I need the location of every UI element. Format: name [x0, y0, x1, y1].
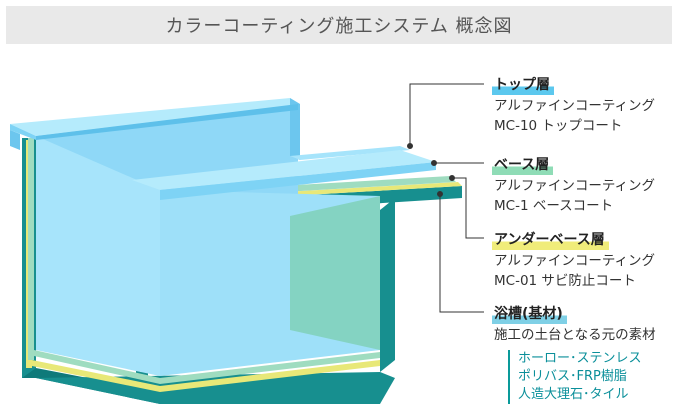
leader-lines [407, 83, 484, 313]
diagram-title: カラーコーティング施工システム 概念図 [165, 16, 513, 37]
label-top-coat: トップ層 [492, 74, 554, 95]
desc-substrate-line1: 施工の土台となる元の素材 [494, 327, 656, 343]
material-item: ポリバス･FRP樹脂 [518, 369, 627, 384]
desc-under-coat: アルファインコーティング MC-01 サビ防止コート [494, 251, 655, 291]
top-coat-layer [10, 98, 436, 376]
desc-base-coat-line1: アルファインコーティング [494, 178, 656, 194]
desc-base-coat-line2: MC-1 ベースコート [494, 198, 614, 214]
desc-under-coat-line2: MC-01 サビ防止コート [494, 273, 636, 289]
leader-top-coat [409, 83, 484, 146]
material-item: ホーロー･ステンレス [518, 351, 642, 366]
material-item: 人造大理石･タイル [518, 387, 629, 402]
leader-dot-substrate [437, 191, 443, 197]
leader-dot-top [407, 143, 413, 149]
leader-substrate [439, 194, 484, 313]
layer-name-substrate: 浴槽(基材) [492, 305, 567, 324]
leader-dot-base [431, 160, 437, 166]
desc-substrate: 施工の土台となる元の素材 [494, 325, 656, 345]
label-under-coat: アンダーベース層 [492, 229, 609, 250]
desc-top-coat-line2: MC-10 トップコート [494, 118, 623, 134]
desc-top-coat-line1: アルファインコーティング [494, 98, 656, 114]
leader-dot-under [449, 175, 455, 181]
substrate-materials-list: ホーロー･ステンレス ポリバス･FRP樹脂 人造大理石･タイル [508, 350, 642, 404]
desc-under-coat-line1: アルファインコーティング [494, 253, 656, 269]
label-substrate: 浴槽(基材) [492, 303, 567, 324]
desc-base-coat: アルファインコーティング MC-1 ベースコート [494, 176, 655, 216]
layer-name-under-coat: アンダーベース層 [492, 231, 609, 250]
layer-name-base-coat: ベース層 [492, 156, 554, 175]
desc-top-coat: アルファインコーティング MC-10 トップコート [494, 96, 655, 136]
label-base-coat: ベース層 [492, 154, 554, 175]
title-bar: カラーコーティング施工システム 概念図 [6, 6, 672, 44]
leader-under-coat [452, 177, 484, 239]
layer-name-top-coat: トップ層 [492, 76, 554, 95]
